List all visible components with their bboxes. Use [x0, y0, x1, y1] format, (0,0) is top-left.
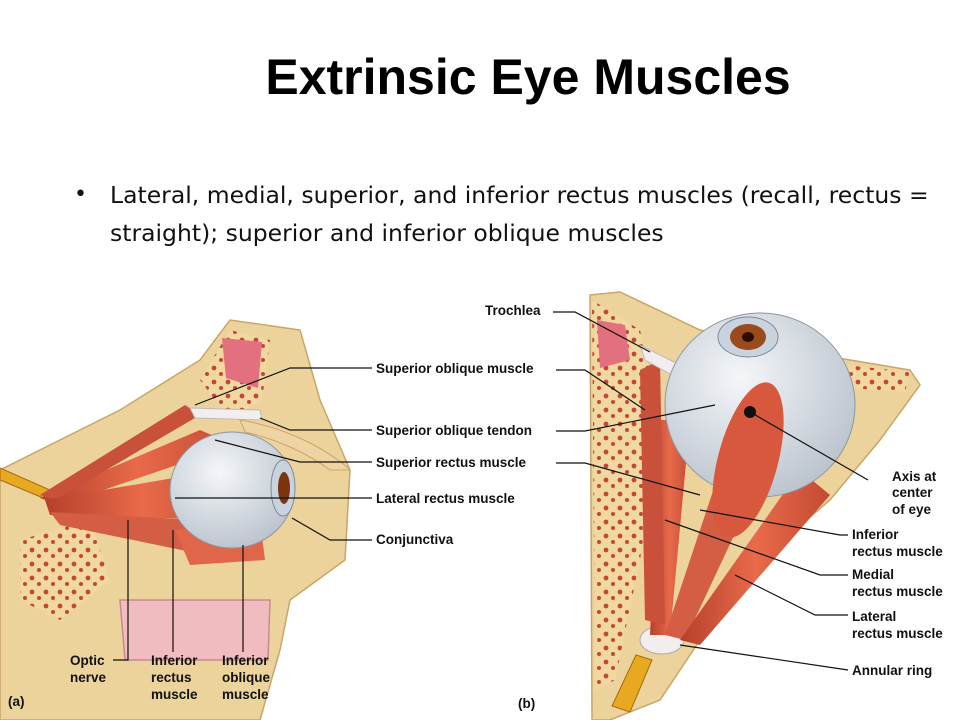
maxillary-sinus-a: [119, 599, 271, 661]
bullet-item: • Lateral, medial, superior, and inferio…: [72, 176, 932, 252]
label-inferior-rectus-line2: rectus: [151, 670, 192, 685]
label-axis-line1: Axis at: [892, 469, 937, 484]
leader-lines-a: [113, 367, 372, 661]
superior-rectus-muscle-a: [40, 430, 235, 505]
bullet-dot-icon: •: [74, 182, 87, 207]
optic-nerve-b: [611, 654, 653, 713]
label-lateral-rectus-b-line1: Lateral: [852, 609, 896, 624]
label-annular-ring: Annular ring: [852, 663, 932, 678]
frontal-sinus-a: [222, 338, 262, 388]
label-inferior-rectus-b-line2: rectus muscle: [852, 544, 943, 559]
iris-a: [278, 472, 290, 504]
label-inferior-oblique-line3: muscle: [222, 687, 269, 702]
slide-title: Extrinsic Eye Muscles: [265, 49, 791, 105]
label-inferior-rectus-line3: muscle: [151, 687, 198, 702]
upper-eyelid-a: [239, 419, 352, 471]
label-medial-rectus-b-line1: Medial: [852, 567, 894, 582]
superior-oblique-muscle-a: [40, 405, 200, 500]
panel-label-b: (b): [518, 696, 535, 711]
label-medial-rectus-b-line2: rectus muscle: [852, 584, 943, 599]
label-optic-nerve-line2: nerve: [70, 670, 107, 685]
label-inferior-oblique-line1: Inferior: [222, 653, 269, 668]
lateral-wall-spongy-b: [845, 365, 910, 392]
label-superior-oblique-muscle: Superior oblique muscle: [376, 361, 534, 376]
label-optic-nerve-line1: Optic: [70, 653, 105, 668]
label-inferior-oblique-line2: oblique: [222, 670, 270, 685]
panel-b: (b): [518, 291, 921, 720]
label-superior-rectus-muscle-a: Superior rectus muscle: [376, 455, 527, 470]
sinus-b: [597, 320, 630, 368]
label-conjunctiva: Conjunctiva: [376, 532, 454, 547]
leader-lines-b: [553, 311, 869, 671]
label-inferior-rectus-b-line1: Inferior: [852, 527, 899, 542]
pupil-b: [742, 332, 754, 342]
label-lateral-rectus-b-line2: rectus muscle: [852, 626, 943, 641]
label-inferior-rectus-line1: Inferior: [151, 653, 198, 668]
bullet-text: Lateral, medial, superior, and inferior …: [110, 181, 929, 247]
bullet-list: • Lateral, medial, superior, and inferio…: [72, 176, 932, 252]
labels-a: Superior oblique muscle Superior oblique…: [70, 361, 534, 702]
lateral-rectus-muscle-b: [680, 470, 830, 645]
label-trochlea: Trochlea: [485, 303, 541, 318]
eye-muscles-illustration: (a) Superior oblique muscle Superior obl…: [0, 291, 943, 720]
label-superior-oblique-tendon: Superior oblique tendon: [376, 423, 532, 438]
superior-oblique-muscle-b: [640, 360, 665, 625]
label-axis-line2: center: [892, 485, 933, 500]
label-lateral-rectus-muscle-a: Lateral rectus muscle: [376, 491, 515, 506]
sinus-spongy-bone-a: [20, 520, 110, 620]
panel-label-a: (a): [8, 694, 25, 709]
superior-oblique-tendon-a: [189, 407, 263, 421]
label-axis-line3: of eye: [892, 502, 932, 517]
panel-a: (a): [0, 319, 352, 720]
labels-b: Trochlea Axis at center of eye Inferior …: [485, 303, 943, 678]
